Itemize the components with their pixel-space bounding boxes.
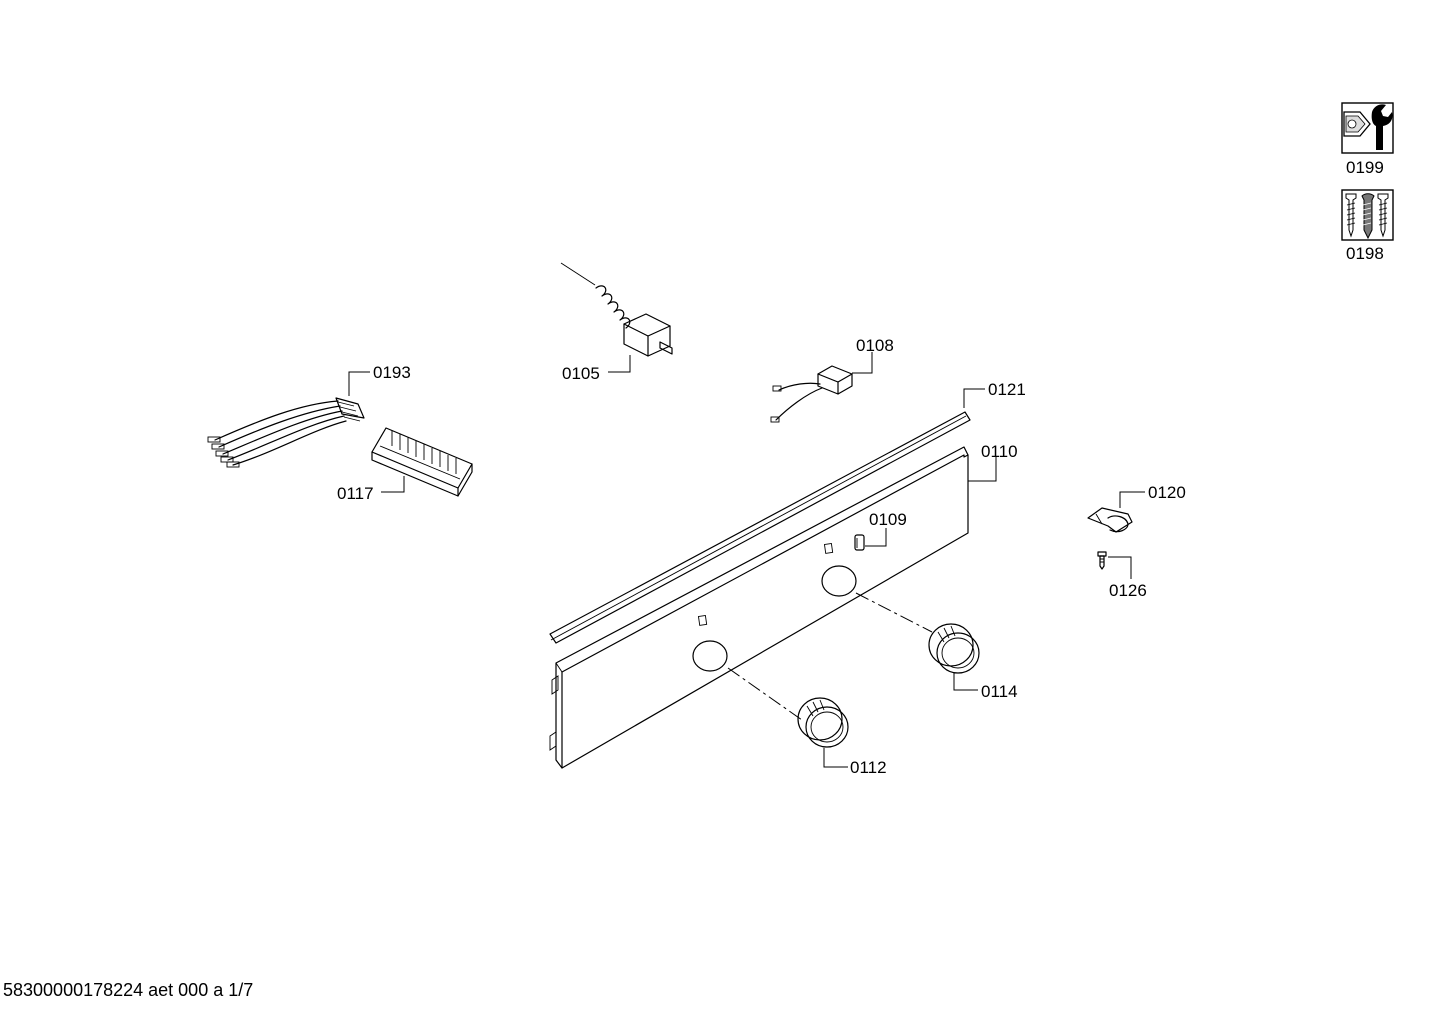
part-0193-cable-harness[interactable] — [207, 397, 365, 468]
part-0126-screw[interactable] — [1097, 551, 1107, 570]
part-0112-knob-left[interactable] — [797, 697, 849, 748]
part-0108-lamp-switch[interactable] — [770, 365, 853, 423]
label-0109: 0109 — [869, 510, 907, 529]
legend-label-0198: 0198 — [1346, 244, 1384, 263]
label-0120: 0120 — [1148, 483, 1186, 502]
label-0114: 0114 — [981, 682, 1018, 701]
label-0108: 0108 — [856, 336, 894, 355]
legend-label-0199: 0199 — [1346, 158, 1384, 177]
document-footer-id: 58300000178224 aet 000 a 1/7 — [3, 980, 254, 1000]
legend-item-0199[interactable]: 0199 — [1341, 102, 1394, 177]
part-0109-indicator-lens[interactable] — [854, 534, 865, 551]
screws-icon — [1341, 189, 1394, 241]
label-0193: 0193 — [373, 363, 411, 382]
legend-item-0198[interactable]: 0198 — [1341, 189, 1394, 263]
part-0110-control-panel[interactable] — [549, 446, 969, 769]
label-0117: 0117 — [337, 484, 374, 503]
label-0112: 0112 — [850, 758, 887, 777]
label-0126: 0126 — [1109, 581, 1147, 600]
axis-line-0112 — [727, 667, 803, 721]
label-0121: 0121 — [988, 380, 1026, 399]
label-0105: 0105 — [562, 364, 600, 383]
part-0121-trim-strip[interactable] — [549, 411, 971, 644]
part-0120-bracket[interactable] — [1087, 507, 1133, 533]
part-0117-terminal-block[interactable] — [371, 427, 473, 497]
label-0110: 0110 — [981, 442, 1018, 461]
part-0114-knob-right[interactable] — [928, 623, 980, 674]
axis-line-0114 — [855, 592, 933, 633]
part-0105-thermostat[interactable] — [560, 262, 673, 357]
wrench-nut-icon — [1341, 102, 1394, 154]
